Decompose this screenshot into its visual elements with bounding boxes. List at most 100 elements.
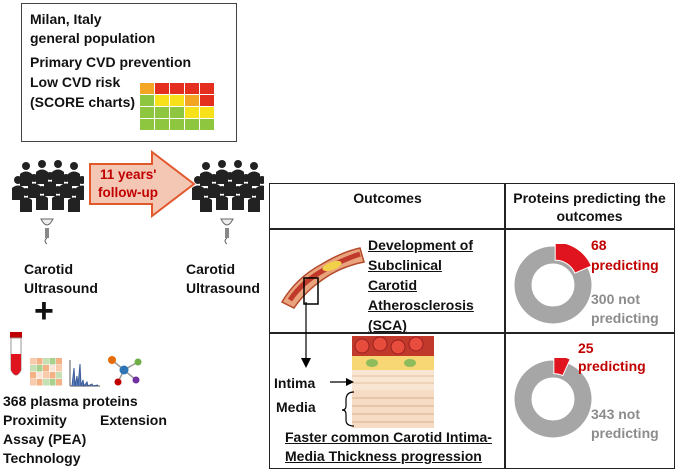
heatmap-cell (43, 372, 49, 379)
heatmap-cell (43, 365, 49, 372)
score-cell (200, 107, 214, 118)
proteins-line2a: Proximity (3, 412, 67, 428)
sca-not-predicting-count: 300 not (591, 291, 641, 307)
population-crowd-icon (12, 160, 84, 212)
person-body (208, 183, 220, 198)
baseline-ultrasound-label-2: Ultrasound (24, 280, 98, 296)
person-body (28, 183, 40, 198)
sca-title-line4: Atherosclerosis (368, 297, 474, 313)
row1-proteins-cell (504, 228, 675, 334)
header-proteins-cell: Proteins predicting the outcomes (504, 183, 675, 230)
donut-not-predicting-slice (514, 246, 592, 324)
row2-proteins-cell (504, 332, 675, 469)
heatmap-cell (43, 379, 49, 386)
person-head (218, 160, 226, 168)
baseline-ultrasound-label-1: Carotid (24, 261, 73, 277)
person-head (234, 160, 242, 168)
heatmap-icon (30, 358, 62, 386)
followup-label-line2: follow-up (98, 185, 158, 200)
sca-title-line1: Development of (368, 237, 474, 253)
person-body (256, 185, 264, 200)
heatmap-cell (36, 372, 43, 379)
risk-text: Low CVD risk (30, 74, 121, 90)
population-crowd-icon-followup (192, 160, 264, 212)
score-cell (155, 107, 169, 118)
followup-label-line1: 11 years' (100, 167, 157, 182)
score-cell (185, 83, 199, 94)
followup-arrow (89, 150, 196, 218)
sca-not-predicting-label: predicting (591, 310, 659, 326)
proteins-line3: Assay (PEA) (3, 431, 87, 447)
score-cell (170, 119, 184, 130)
person-body (76, 185, 84, 200)
person-head (38, 160, 46, 168)
spectrum-chart-icon (69, 360, 100, 388)
person-body (36, 195, 48, 210)
cimt-not-predicting-label: predicting (591, 425, 659, 441)
score-cell (140, 83, 154, 94)
outcomes-header: Outcomes (353, 190, 422, 206)
heatmap-cell (30, 379, 36, 386)
person-head (22, 162, 30, 170)
person-head (218, 186, 226, 194)
person-body (240, 183, 252, 198)
intima-media-pointers (330, 378, 355, 427)
heatmap-cell (56, 365, 62, 372)
heatmap-cell (36, 365, 43, 372)
molecule-network-icon (108, 356, 142, 386)
intima-label: Intima (274, 375, 316, 391)
heatmap-cell (56, 379, 62, 386)
location-text: Milan, Italy (30, 11, 102, 27)
score-cell (140, 119, 154, 130)
ultrasound-probe-icon (40, 218, 54, 245)
person-body (248, 171, 260, 186)
person-body (20, 197, 32, 212)
donut-not-predicting-slice (514, 360, 592, 438)
person-head (202, 188, 210, 196)
person-body (200, 171, 212, 186)
proteins-header-line2: outcomes (556, 208, 623, 224)
proteins-line4: Technology (3, 450, 81, 466)
donut-predicting-slice (553, 358, 571, 377)
person-body (248, 197, 260, 212)
person-head (258, 176, 264, 184)
score-cell (170, 83, 184, 94)
person-head (210, 174, 218, 182)
person-body (192, 185, 204, 200)
person-head (62, 174, 70, 182)
person-head (242, 174, 250, 182)
person-head (250, 188, 258, 196)
score-cell (155, 95, 169, 106)
heatmap-cell (49, 379, 56, 386)
score-cell (140, 107, 154, 118)
blood-tube-icon (10, 332, 22, 376)
score-cell (200, 119, 214, 130)
person-head (38, 186, 46, 194)
score-text: (SCORE charts) (30, 94, 136, 110)
person-body (232, 195, 244, 210)
heatmap-cell (30, 372, 36, 379)
heatmap-cell (49, 365, 56, 372)
person-body (68, 197, 80, 212)
person-body (200, 197, 212, 212)
sca-title-line2: Subclinical (368, 257, 442, 273)
score-chart-icon (140, 83, 214, 130)
proteins-header-line1: Proteins predicting the (513, 190, 666, 206)
person-head (226, 172, 234, 180)
person-head (70, 188, 78, 196)
person-head (54, 186, 62, 194)
person-head (78, 176, 84, 184)
donut-predicting-slice (554, 244, 593, 274)
person-head (30, 174, 38, 182)
prevention-text: Primary CVD prevention (30, 54, 192, 70)
cimt-predicting-count: 25 (578, 340, 594, 356)
person-head (54, 160, 62, 168)
score-cell (140, 95, 154, 106)
person-body (224, 181, 236, 196)
heatmap-cell (56, 372, 62, 379)
score-cell (155, 83, 169, 94)
cimt-predicting-label: predicting (578, 358, 646, 374)
connector-arrow (301, 302, 311, 368)
person-body (12, 185, 24, 200)
followup-ultrasound-label-2: Ultrasound (186, 280, 260, 296)
